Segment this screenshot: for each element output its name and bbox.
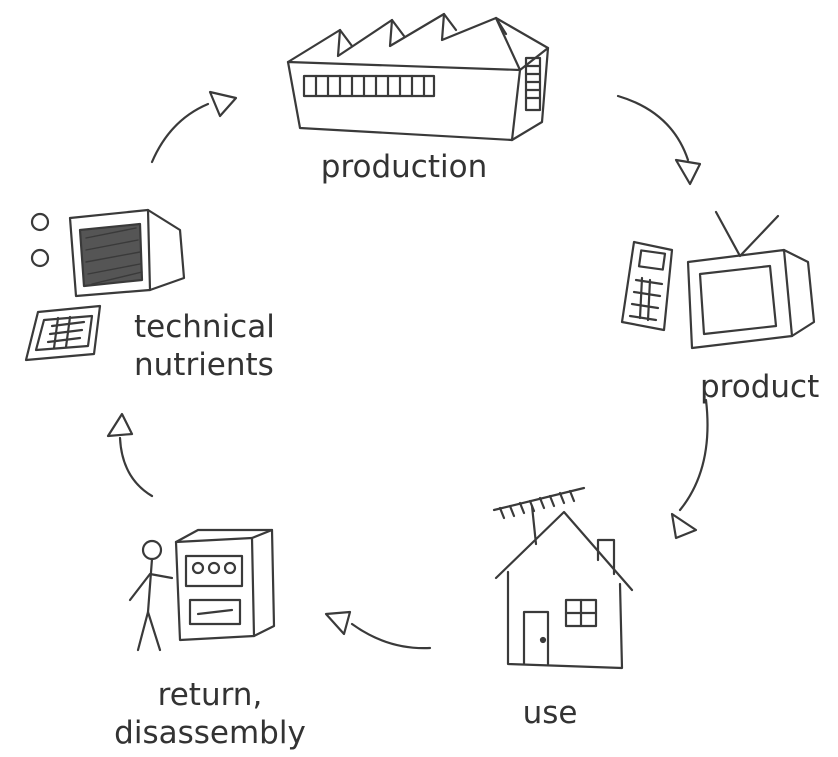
calculator-icon xyxy=(620,240,674,332)
arrow-use-to-return xyxy=(324,610,432,650)
arrow-product-to-use xyxy=(670,398,709,540)
nutrients-parts-icon xyxy=(24,208,186,362)
arrow-production-to-product xyxy=(616,94,702,186)
production-label-line: production xyxy=(320,149,488,185)
product-label-line: product xyxy=(700,369,820,405)
production-label: production xyxy=(306,148,502,186)
arrow-nutrients-to-production xyxy=(150,90,238,164)
arrow-return-to-nutrients xyxy=(106,412,154,498)
return-label-line-2: disassembly xyxy=(114,715,306,751)
person-icon xyxy=(128,539,174,652)
house-icon xyxy=(492,486,634,670)
use-label: use xyxy=(500,694,600,732)
appliance-icon xyxy=(174,528,276,642)
use-label-line: use xyxy=(522,695,578,731)
return-disassembly-label: return, disassembly xyxy=(100,676,320,752)
factory-icon xyxy=(286,12,550,142)
nutrients-label-line-2: nutrients xyxy=(134,347,274,383)
technical-nutrients-label: technical nutrients xyxy=(134,308,275,384)
product-label: product xyxy=(700,368,819,406)
return-label-line-1: return, xyxy=(157,677,263,713)
tv-icon xyxy=(686,210,816,350)
nutrients-label-line-1: technical xyxy=(134,309,275,345)
